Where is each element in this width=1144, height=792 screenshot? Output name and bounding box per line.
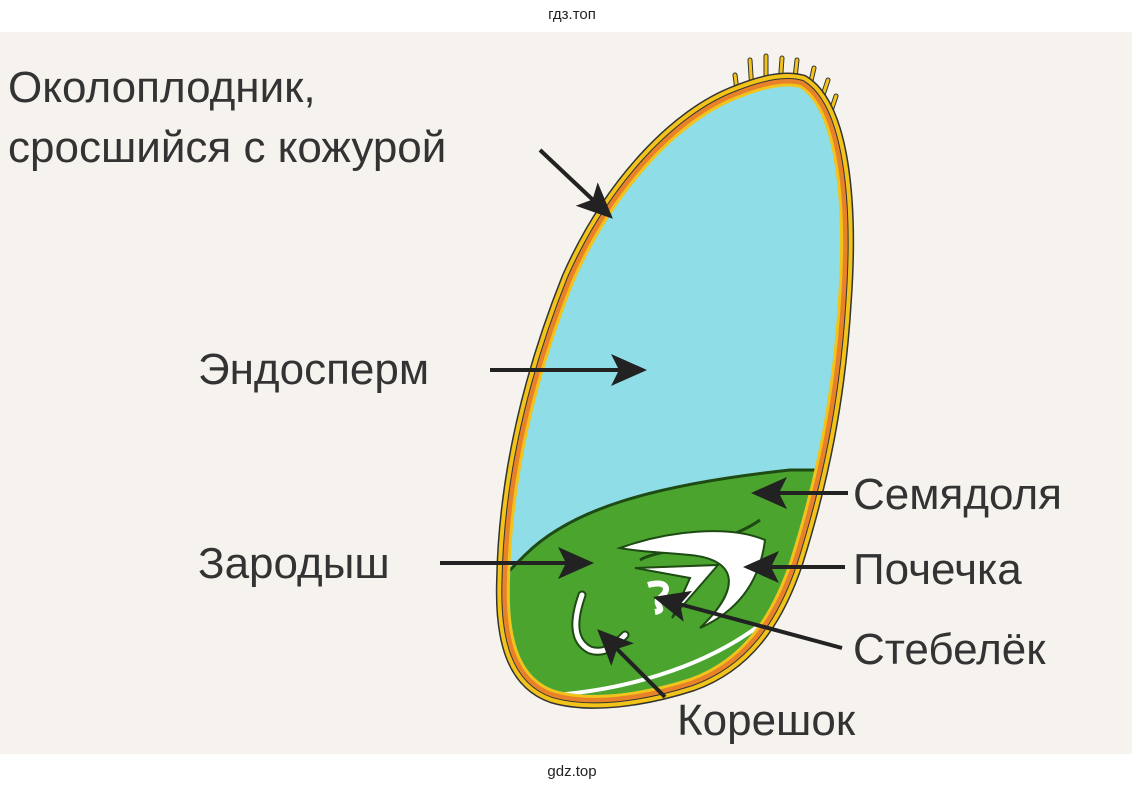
label-embryo: Зародыш: [198, 539, 390, 588]
label-cotyledon: Семядоля: [853, 470, 1062, 519]
label-endosperm: Эндосперм: [198, 345, 429, 394]
label-pericarp-line1: Околоплодник,: [8, 63, 316, 112]
watermark-bottom: gdz.top: [547, 763, 597, 780]
arrow-stem: [653, 590, 843, 650]
label-root: Корешок: [677, 696, 856, 745]
label-pericarp-line2: сросшийся с кожурой: [8, 123, 446, 172]
seed-diagram: Околоплодник, сросшийся с кожурой Эндосп…: [0, 32, 1132, 754]
arrows: [440, 148, 848, 699]
arrow-root: [597, 629, 667, 699]
arrow-pericarp: [538, 148, 613, 219]
watermark-top: гдз.топ: [548, 6, 596, 23]
label-stem: Стебелёк: [853, 625, 1046, 674]
label-bud: Почечка: [853, 545, 1022, 594]
